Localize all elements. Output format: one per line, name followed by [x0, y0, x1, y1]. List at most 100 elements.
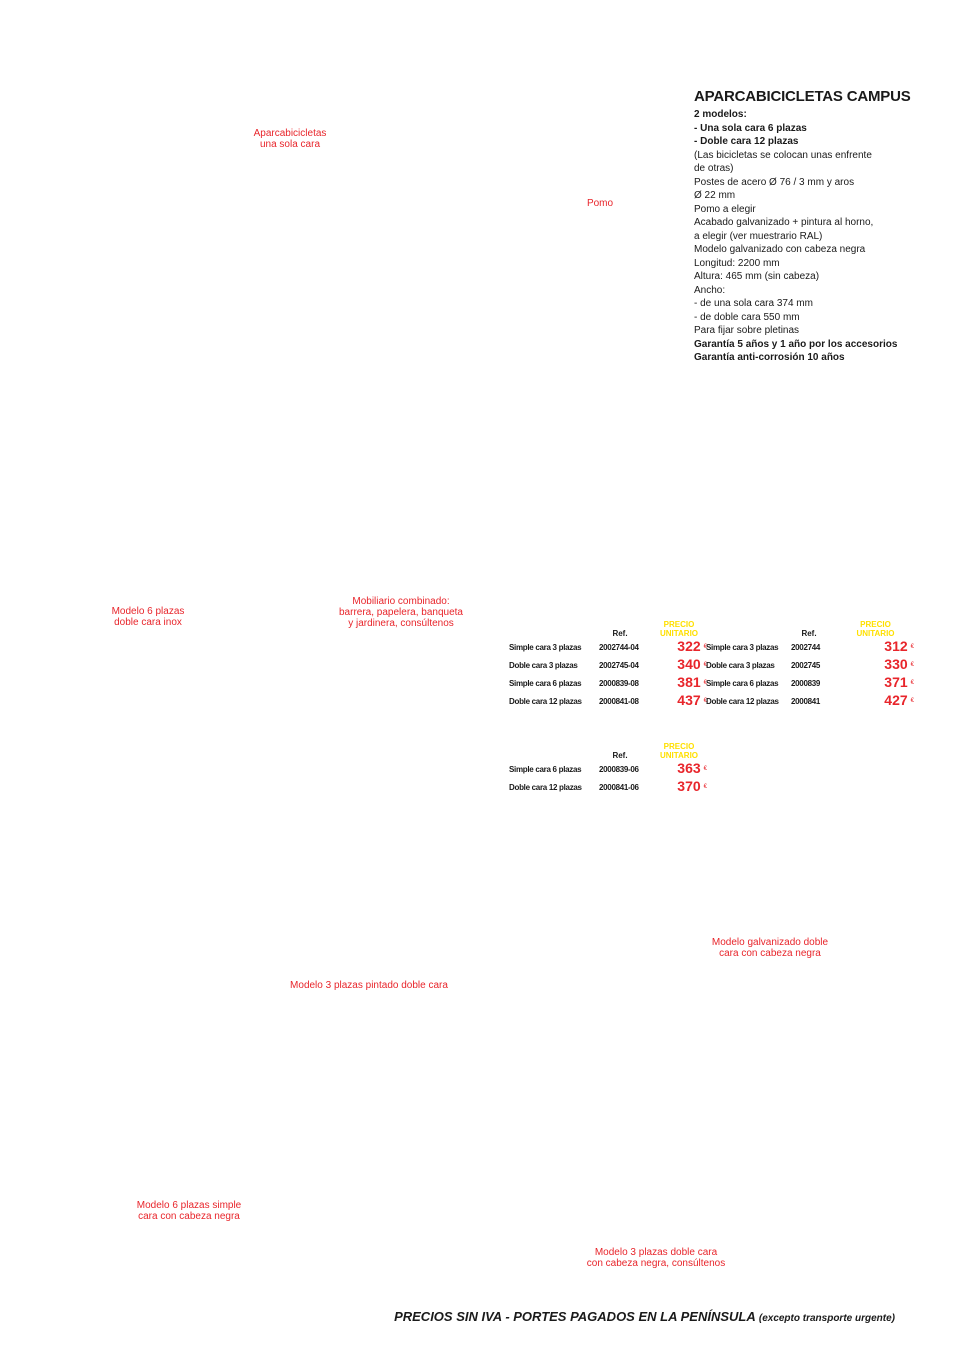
unit-price: 371 [884, 674, 908, 690]
product-variant: Doble cara 12 plazas [509, 782, 582, 792]
currency-symbol: € [703, 697, 707, 704]
description-line: Modelo galvanizado con cabeza negra [694, 244, 866, 255]
price-row: Simple cara 3 plazas 2002744-04 322€ [509, 638, 707, 656]
unit-price: 363 [677, 760, 701, 776]
header-ref: Ref. [801, 629, 817, 638]
product-ref: 2002745-04 [599, 660, 639, 670]
description-line: Longitud: 2200 mm [694, 257, 780, 269]
product-description: 2 modelos: - Una sola cara 6 plazas - Dobl… [694, 108, 914, 365]
product-variant: Simple cara 6 plazas [509, 764, 582, 774]
caption-modelo-3-pintado: Modelo 3 plazas pintado doble cara [290, 980, 448, 991]
description-line: - Una sola cara 6 plazas [694, 122, 807, 134]
description-line: - de una sola cara 374 mm [694, 298, 813, 309]
caption-una-sola-cara: Aparcabicicletas una sola cara [253, 128, 327, 150]
unit-price-cell: 427€ [837, 692, 914, 710]
description-line: Para fijar sobre pletinas [694, 325, 800, 336]
unit-price-cell: 312€ [837, 638, 914, 656]
caption-galvanizado: Modelo galvanizado doble cara con cabeza… [711, 937, 829, 959]
currency-symbol: € [910, 661, 914, 668]
description-line: (Las bicicletas se colocan unas enfrente [694, 149, 872, 161]
currency-symbol: € [703, 783, 707, 790]
price-table-inox: Ref. PRECIO UNITARIO Simple cara 6 plaza… [509, 734, 707, 796]
product-ref: 2000839 [791, 678, 821, 688]
unit-price-cell: 363€ [651, 760, 707, 778]
footer-transport-note: (excepto transporte urgente) [758, 1313, 895, 1324]
unit-price: 437 [677, 692, 701, 708]
description-line: Garantía 5 años y 1 año por los accesori… [694, 338, 898, 350]
header-ref: Ref. [612, 629, 628, 638]
caption-pomo: Pomo [586, 198, 614, 209]
price-row: Doble cara 12 plazas 2000841-08 437€ [509, 692, 707, 710]
description-line: Garantía anti-corrosión 10 años [694, 352, 845, 363]
price-table-galvanized: Ref. PRECIO UNITARIO Simple cara 3 plaza… [706, 612, 914, 710]
product-ref: 2000841-08 [599, 696, 639, 706]
description-line: Altura: 465 mm (sin cabeza) [694, 271, 820, 282]
unit-price-cell: 322€ [651, 638, 707, 656]
header-price: PRECIO UNITARIO [659, 620, 699, 638]
caption-mobiliario: Mobiliario combinado: barrera, papelera,… [339, 596, 463, 629]
product-variant: Simple cara 6 plazas [706, 678, 779, 688]
description-line: de otras) [694, 163, 734, 174]
unit-price-cell: 371€ [837, 674, 914, 692]
unit-price: 370 [677, 778, 701, 794]
description-line: 2 modelos: [694, 109, 747, 120]
product-variant: Simple cara 6 plazas [509, 678, 582, 688]
unit-price-cell: 330€ [837, 656, 914, 674]
product-variant: Simple cara 3 plazas [706, 642, 779, 652]
currency-symbol: € [703, 765, 707, 772]
product-title: APARCABICICLETAS CAMPUS [694, 88, 911, 105]
unit-price-cell: 370€ [651, 778, 707, 796]
price-row: Simple cara 6 plazas 2000839-08 381€ [509, 674, 707, 692]
unit-price: 340 [677, 656, 701, 672]
currency-symbol: € [910, 679, 914, 686]
product-variant: Doble cara 3 plazas [706, 660, 775, 670]
unit-price-cell: 381€ [651, 674, 707, 692]
description-line: Pomo a elegir [694, 203, 756, 215]
description-line: Acabado galvanizado + pintura al horno, [694, 217, 874, 228]
footer-main: PRECIOS SIN IVA - PORTES PAGADOS EN LA P… [394, 1309, 756, 1324]
header-ref: Ref. [612, 751, 628, 760]
product-ref: 2000841-06 [599, 782, 639, 792]
currency-symbol: € [703, 643, 707, 650]
footer-note: PRECIOS SIN IVA - PORTES PAGADOS EN LA P… [394, 1309, 895, 1324]
product-variant: Doble cara 12 plazas [509, 696, 582, 706]
currency-symbol: € [910, 697, 914, 704]
description-line: Ancho: [694, 284, 726, 296]
unit-price: 330 [884, 656, 908, 672]
price-row: Doble cara 3 plazas 2002745-04 340€ [509, 656, 707, 674]
currency-symbol: € [703, 679, 707, 686]
header-price: PRECIO UNITARIO [856, 620, 895, 638]
product-ref: 2000841 [791, 696, 821, 706]
product-ref: 2002744-04 [599, 642, 639, 652]
description-line: - de doble cara 550 mm [694, 311, 800, 323]
currency-symbol: € [703, 661, 707, 668]
caption-modelo-6-simple: Modelo 6 plazas simple cara con cabeza n… [136, 1200, 242, 1222]
description-line: Ø 22 mm [694, 190, 736, 201]
caption-modelo-3-doble: Modelo 3 plazas doble cara con cabeza ne… [586, 1247, 726, 1269]
price-row: Doble cara 12 plazas 2000841-06 370€ [509, 778, 707, 796]
unit-price: 381 [677, 674, 701, 690]
unit-price: 312 [884, 638, 908, 654]
product-variant: Doble cara 3 plazas [509, 660, 578, 670]
description-line: Postes de acero Ø 76 / 3 mm y aros [694, 176, 855, 188]
currency-symbol: € [910, 643, 914, 650]
product-variant: Doble cara 12 plazas [706, 696, 779, 706]
unit-price: 427 [884, 692, 908, 708]
product-ref: 2002745 [791, 660, 821, 670]
unit-price: 322 [677, 638, 701, 654]
product-ref: 2002744 [791, 642, 821, 652]
header-price: PRECIO UNITARIO [659, 742, 699, 760]
unit-price-cell: 437€ [651, 692, 707, 710]
description-line: - Doble cara 12 plazas [694, 136, 799, 147]
caption-modelo-6-inox: Modelo 6 plazas doble cara inox [111, 606, 185, 628]
description-line: a elegir (ver muestrario RAL) [694, 230, 823, 242]
price-table-painted: Ref. PRECIO UNITARIO Simple cara 3 plaza… [509, 612, 707, 710]
product-variant: Simple cara 3 plazas [509, 642, 582, 652]
product-ref: 2000839-08 [599, 678, 639, 688]
unit-price-cell: 340€ [651, 656, 707, 674]
